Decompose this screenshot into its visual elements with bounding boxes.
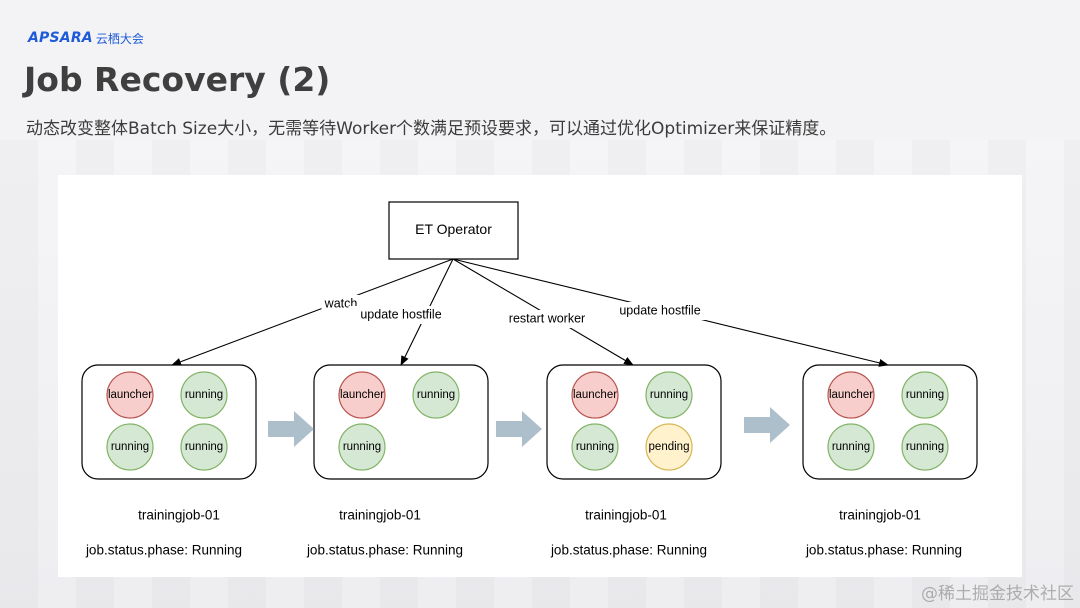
pod-label: running xyxy=(650,389,688,401)
watermark: @稀土掘金技术社区 xyxy=(921,584,1074,604)
edge-label-background xyxy=(497,310,597,328)
pod-label: running xyxy=(185,441,223,453)
logo-text: APSARA xyxy=(28,30,93,46)
pod-launcher-circle xyxy=(338,371,386,419)
pod-label: launcher xyxy=(108,389,152,401)
apsara-logo: APSARA 云栖大会 xyxy=(28,30,144,46)
pod-running-circle xyxy=(180,371,228,419)
et-operator-box xyxy=(388,201,519,260)
job-status: job.status.phase: Running xyxy=(550,543,707,558)
pod-label: launcher xyxy=(829,389,873,401)
edge-label-background xyxy=(607,302,713,320)
pod-label: running xyxy=(906,441,944,453)
job-name: trainingjob-01 xyxy=(339,508,421,523)
transition-arrow-3 xyxy=(744,407,790,443)
pod-running-circle xyxy=(827,423,875,471)
pod-label: running xyxy=(576,441,614,453)
job-name: trainingjob-01 xyxy=(585,508,667,523)
pod-label: running xyxy=(343,441,381,453)
job-box-3 xyxy=(546,364,722,480)
page-title: Job Recovery (2) xyxy=(24,60,331,99)
job-name: trainingjob-01 xyxy=(839,508,921,523)
pod-label: pending xyxy=(649,441,690,453)
job-recovery-diagram: ET Operator launcher running running running… xyxy=(81,201,978,558)
edge-arrow-1 xyxy=(171,258,454,366)
job-status: job.status.phase: Running xyxy=(306,543,463,558)
edge-label: restart worker xyxy=(509,311,585,325)
transition-arrow-2 xyxy=(496,411,542,447)
pod-running-circle xyxy=(645,371,693,419)
job-name: trainingjob-01 xyxy=(138,508,220,523)
diagram-panel: ET Operator launcher running running running… xyxy=(58,175,1022,577)
pod-running-circle xyxy=(180,423,228,471)
job-status: job.status.phase: Running xyxy=(805,543,962,558)
pod-launcher-circle xyxy=(106,371,154,419)
pod-label: running xyxy=(111,441,149,453)
job-box-1 xyxy=(81,364,257,480)
logo-subtext: 云栖大会 xyxy=(95,31,144,46)
pod-label: launcher xyxy=(573,389,617,401)
pod-running-circle xyxy=(901,371,949,419)
job-box-2 xyxy=(313,364,489,480)
pod-running-circle xyxy=(571,423,619,471)
edge-label-background xyxy=(348,306,454,324)
pod-label: running xyxy=(185,389,223,401)
pod-running-circle xyxy=(901,423,949,471)
edge-label: update hostfile xyxy=(619,303,700,317)
pod-launcher-circle xyxy=(827,371,875,419)
pod-label: running xyxy=(417,389,455,401)
pod-running-circle xyxy=(106,423,154,471)
pod-launcher-circle xyxy=(571,371,619,419)
pod-running-circle xyxy=(338,423,386,471)
edge-label: update hostfile xyxy=(360,307,441,321)
et-operator-label: ET Operator xyxy=(415,221,492,237)
pod-running-circle xyxy=(412,371,460,419)
job-box-4 xyxy=(802,364,978,480)
pod-label: running xyxy=(832,441,870,453)
transition-arrow-1 xyxy=(268,411,314,447)
pod-label: running xyxy=(906,389,944,401)
job-status: job.status.phase: Running xyxy=(85,543,242,558)
pod-label: launcher xyxy=(340,389,384,401)
page-subtitle: 动态改变整体Batch Size大小，无需等待Worker个数满足预设要求，可以… xyxy=(26,119,837,139)
pod-pending-circle xyxy=(645,423,693,471)
